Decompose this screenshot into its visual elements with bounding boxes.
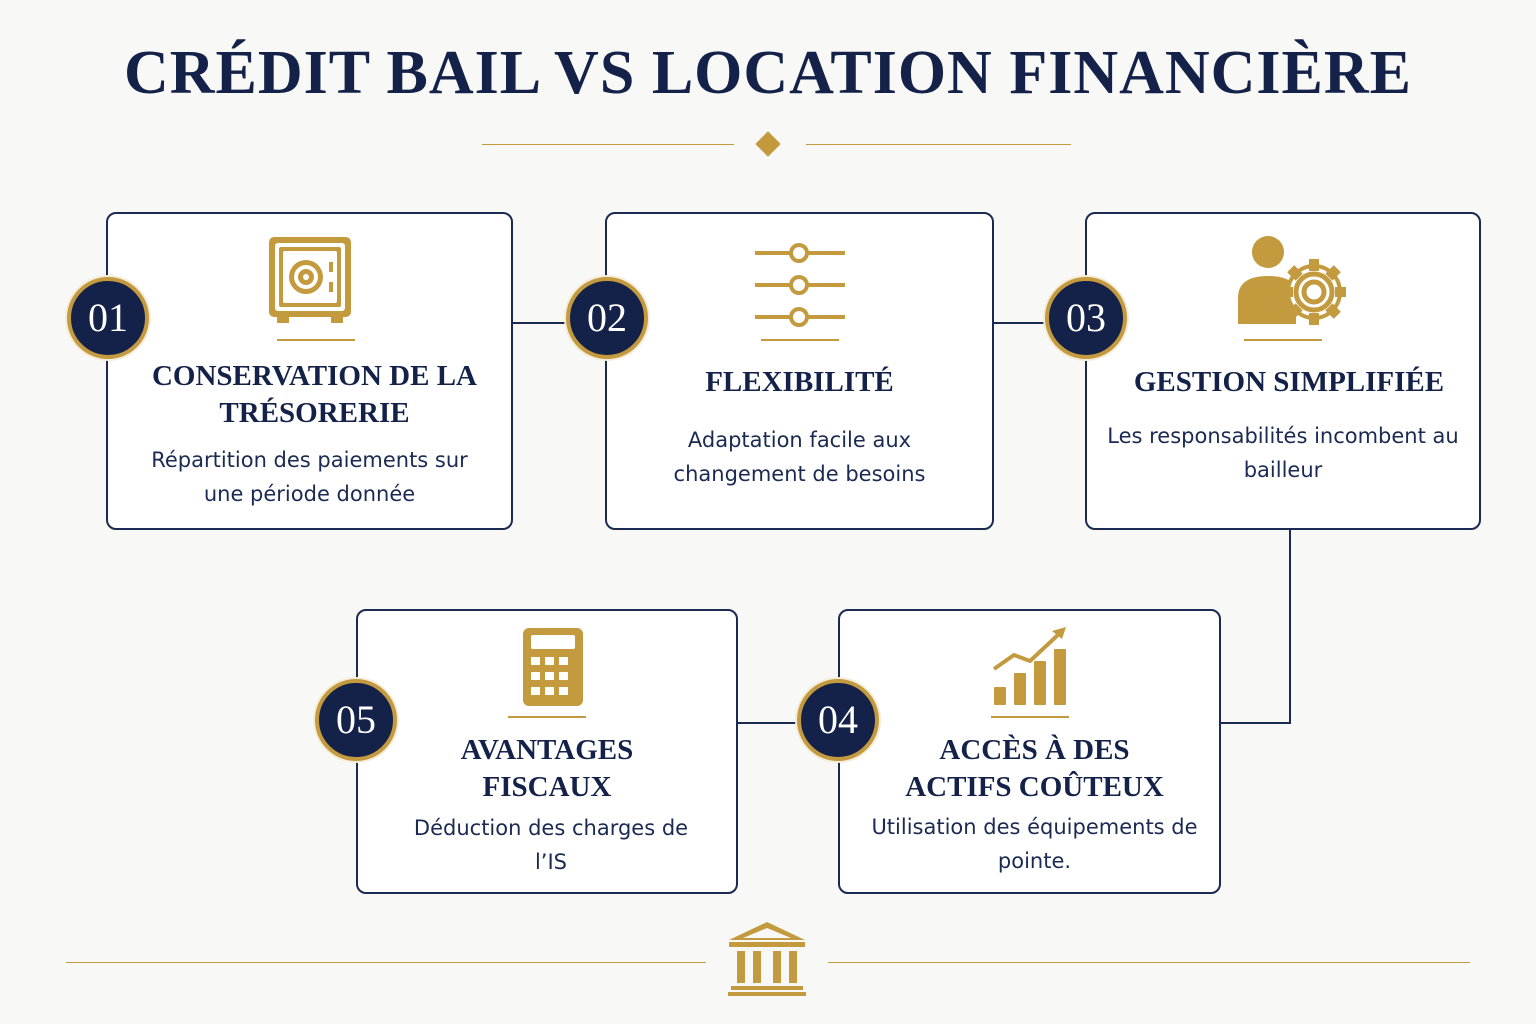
footer-divider-left [66, 962, 706, 963]
footer-divider-right [828, 962, 1470, 963]
sliders-icon [754, 243, 845, 327]
step-number-04: 04 [797, 679, 879, 761]
step-card-02: FLEXIBILITÉ Adaptation facile aux change… [605, 212, 994, 530]
step-description-05: Déduction des charges de l’IS [413, 816, 689, 874]
card-separator [1244, 339, 1322, 341]
step-card-05: AVANTAGES FISCAUX Déduction des charges … [356, 609, 738, 894]
title-divider-right [806, 144, 1071, 145]
step-number-01: 01 [67, 277, 149, 359]
step-card-03: GESTION SIMPLIFIÉE Les responsabilités i… [1085, 212, 1481, 530]
calculator-icon [523, 628, 583, 706]
bank-building-icon [728, 922, 806, 996]
step-title-04: ACCÈS À DES ACTIFS COÛTEUX [905, 734, 1164, 803]
card-separator [276, 339, 355, 341]
step-number-05: 05 [315, 679, 397, 761]
step-number-03: 03 [1045, 277, 1127, 359]
user-gear-icon [1238, 236, 1346, 325]
step-title-02: FLEXIBILITÉ [705, 366, 894, 398]
title-divider-left [482, 144, 734, 145]
step-title-05: AVANTAGES FISCAUX [460, 734, 634, 803]
step-number-02: 02 [566, 277, 648, 359]
step-card-04: ACCÈS À DES ACTIFS COÛTEUX Utilisation d… [838, 609, 1221, 894]
connector-03-04 [1220, 529, 1291, 724]
step-card-01: CONSERVATION DE LA TRÉSORERIE Répartitio… [106, 212, 513, 530]
card-separator [508, 716, 586, 718]
step-description-03: Les responsabilités incombent au bailleu… [1107, 424, 1459, 482]
step-description-01: Répartition des paiements sur une périod… [151, 448, 468, 506]
step-description-04: Utilisation des équipements de pointe. [871, 815, 1198, 873]
step-description-02: Adaptation facile aux changement de beso… [673, 428, 926, 486]
page-title: CRÉDIT BAIL VS LOCATION FINANCIÈRE [123, 39, 1413, 107]
growth-chart-icon [992, 627, 1066, 705]
safe-icon [268, 237, 351, 323]
card-separator [760, 339, 839, 341]
card-separator [990, 716, 1069, 718]
step-title-03: GESTION SIMPLIFIÉE [1133, 366, 1445, 398]
step-title-01: CONSERVATION DE LA TRÉSORERIE [151, 360, 478, 429]
